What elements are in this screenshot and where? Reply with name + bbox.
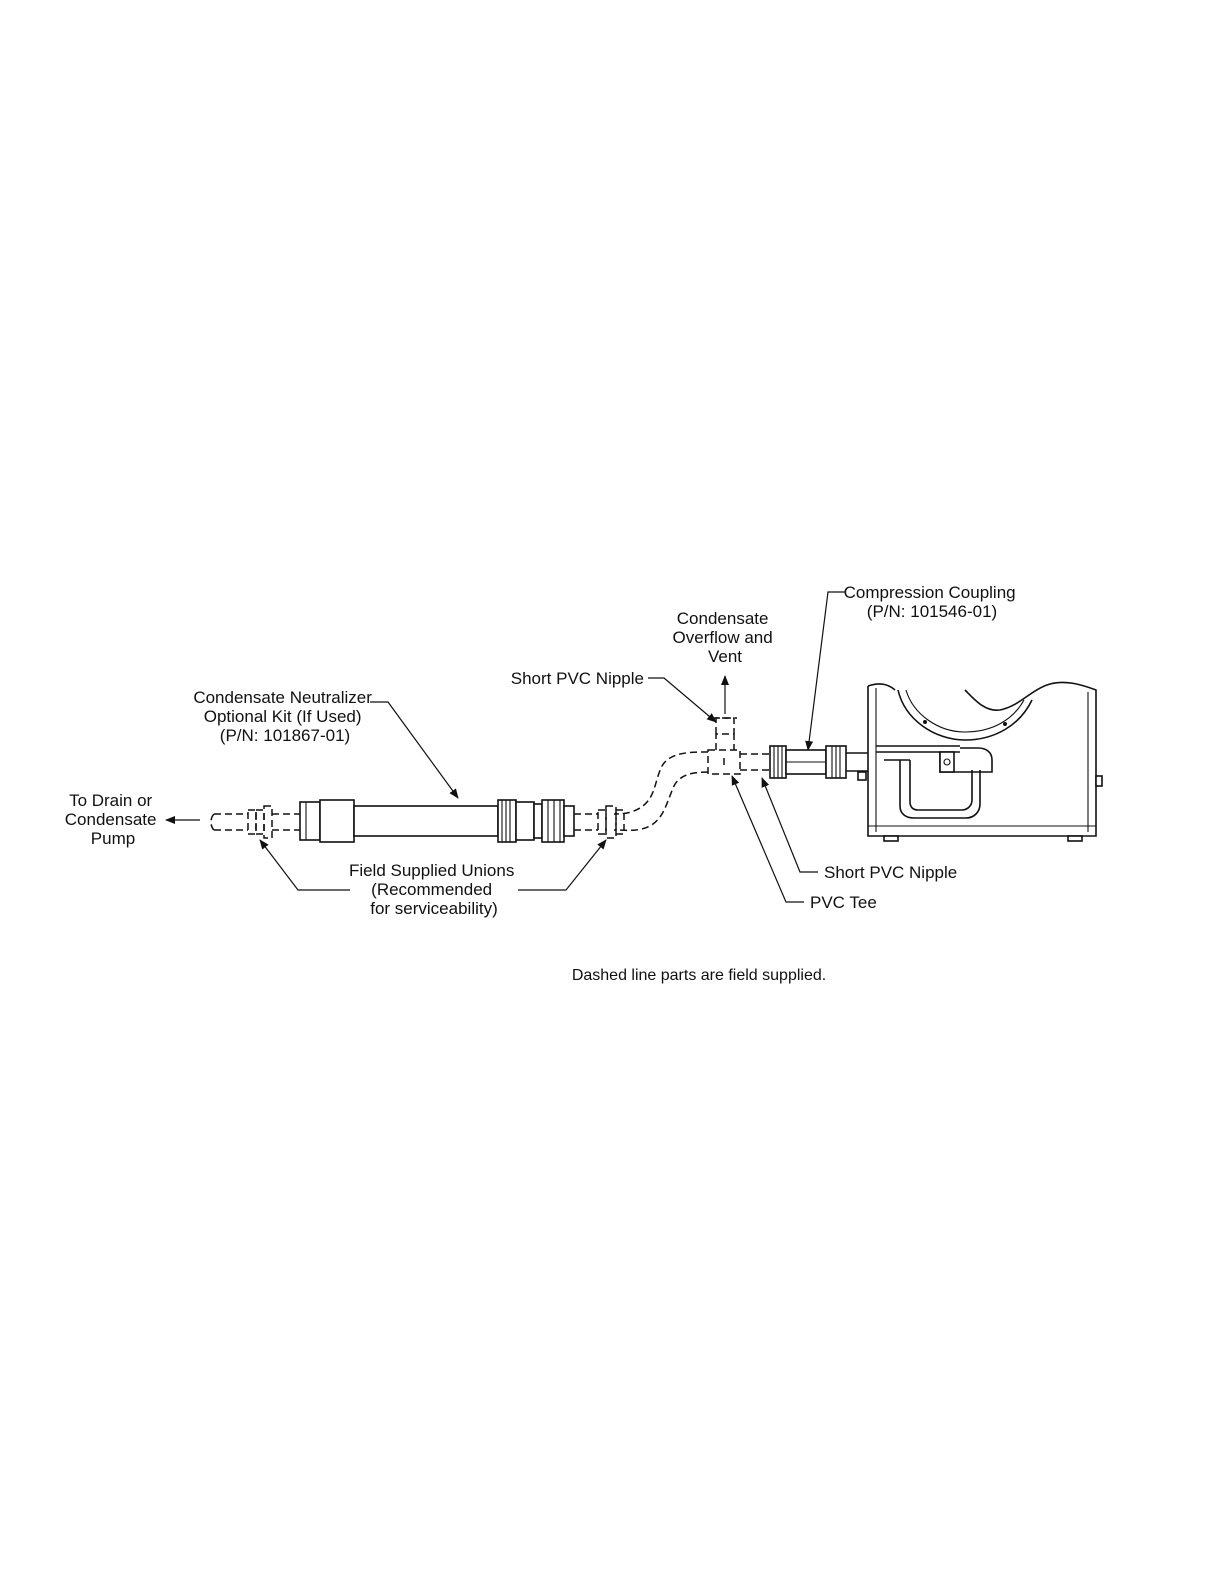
label-neutralizer: Condensate Neutralizer Optional Kit (If … <box>193 688 376 745</box>
compression-coupling <box>770 746 846 778</box>
field-union-right <box>574 806 624 838</box>
condensate-neutralizer <box>300 800 574 842</box>
boiler-unit <box>846 682 1102 841</box>
field-supplied-note: Dashed line parts are field supplied. <box>572 967 826 984</box>
label-field-unions: Field Supplied Unions (Recommended for s… <box>349 861 519 918</box>
pvc-tee-assembly <box>708 676 770 774</box>
dashed-pipe-bend <box>614 752 708 830</box>
label-to-drain: To Drain or Condensate Pump <box>65 791 161 848</box>
field-union-left <box>211 806 300 838</box>
label-short-pvc-nipple-top: Short PVC Nipple <box>511 669 644 688</box>
label-pvc-tee: PVC Tee <box>810 893 877 912</box>
label-overflow-vent: Condensate Overflow and Vent <box>673 609 778 666</box>
label-short-pvc-nipple-bottom: Short PVC Nipple <box>824 863 957 882</box>
label-compression-coupling: Compression Coupling (P/N: 101546-01) <box>844 583 1021 621</box>
